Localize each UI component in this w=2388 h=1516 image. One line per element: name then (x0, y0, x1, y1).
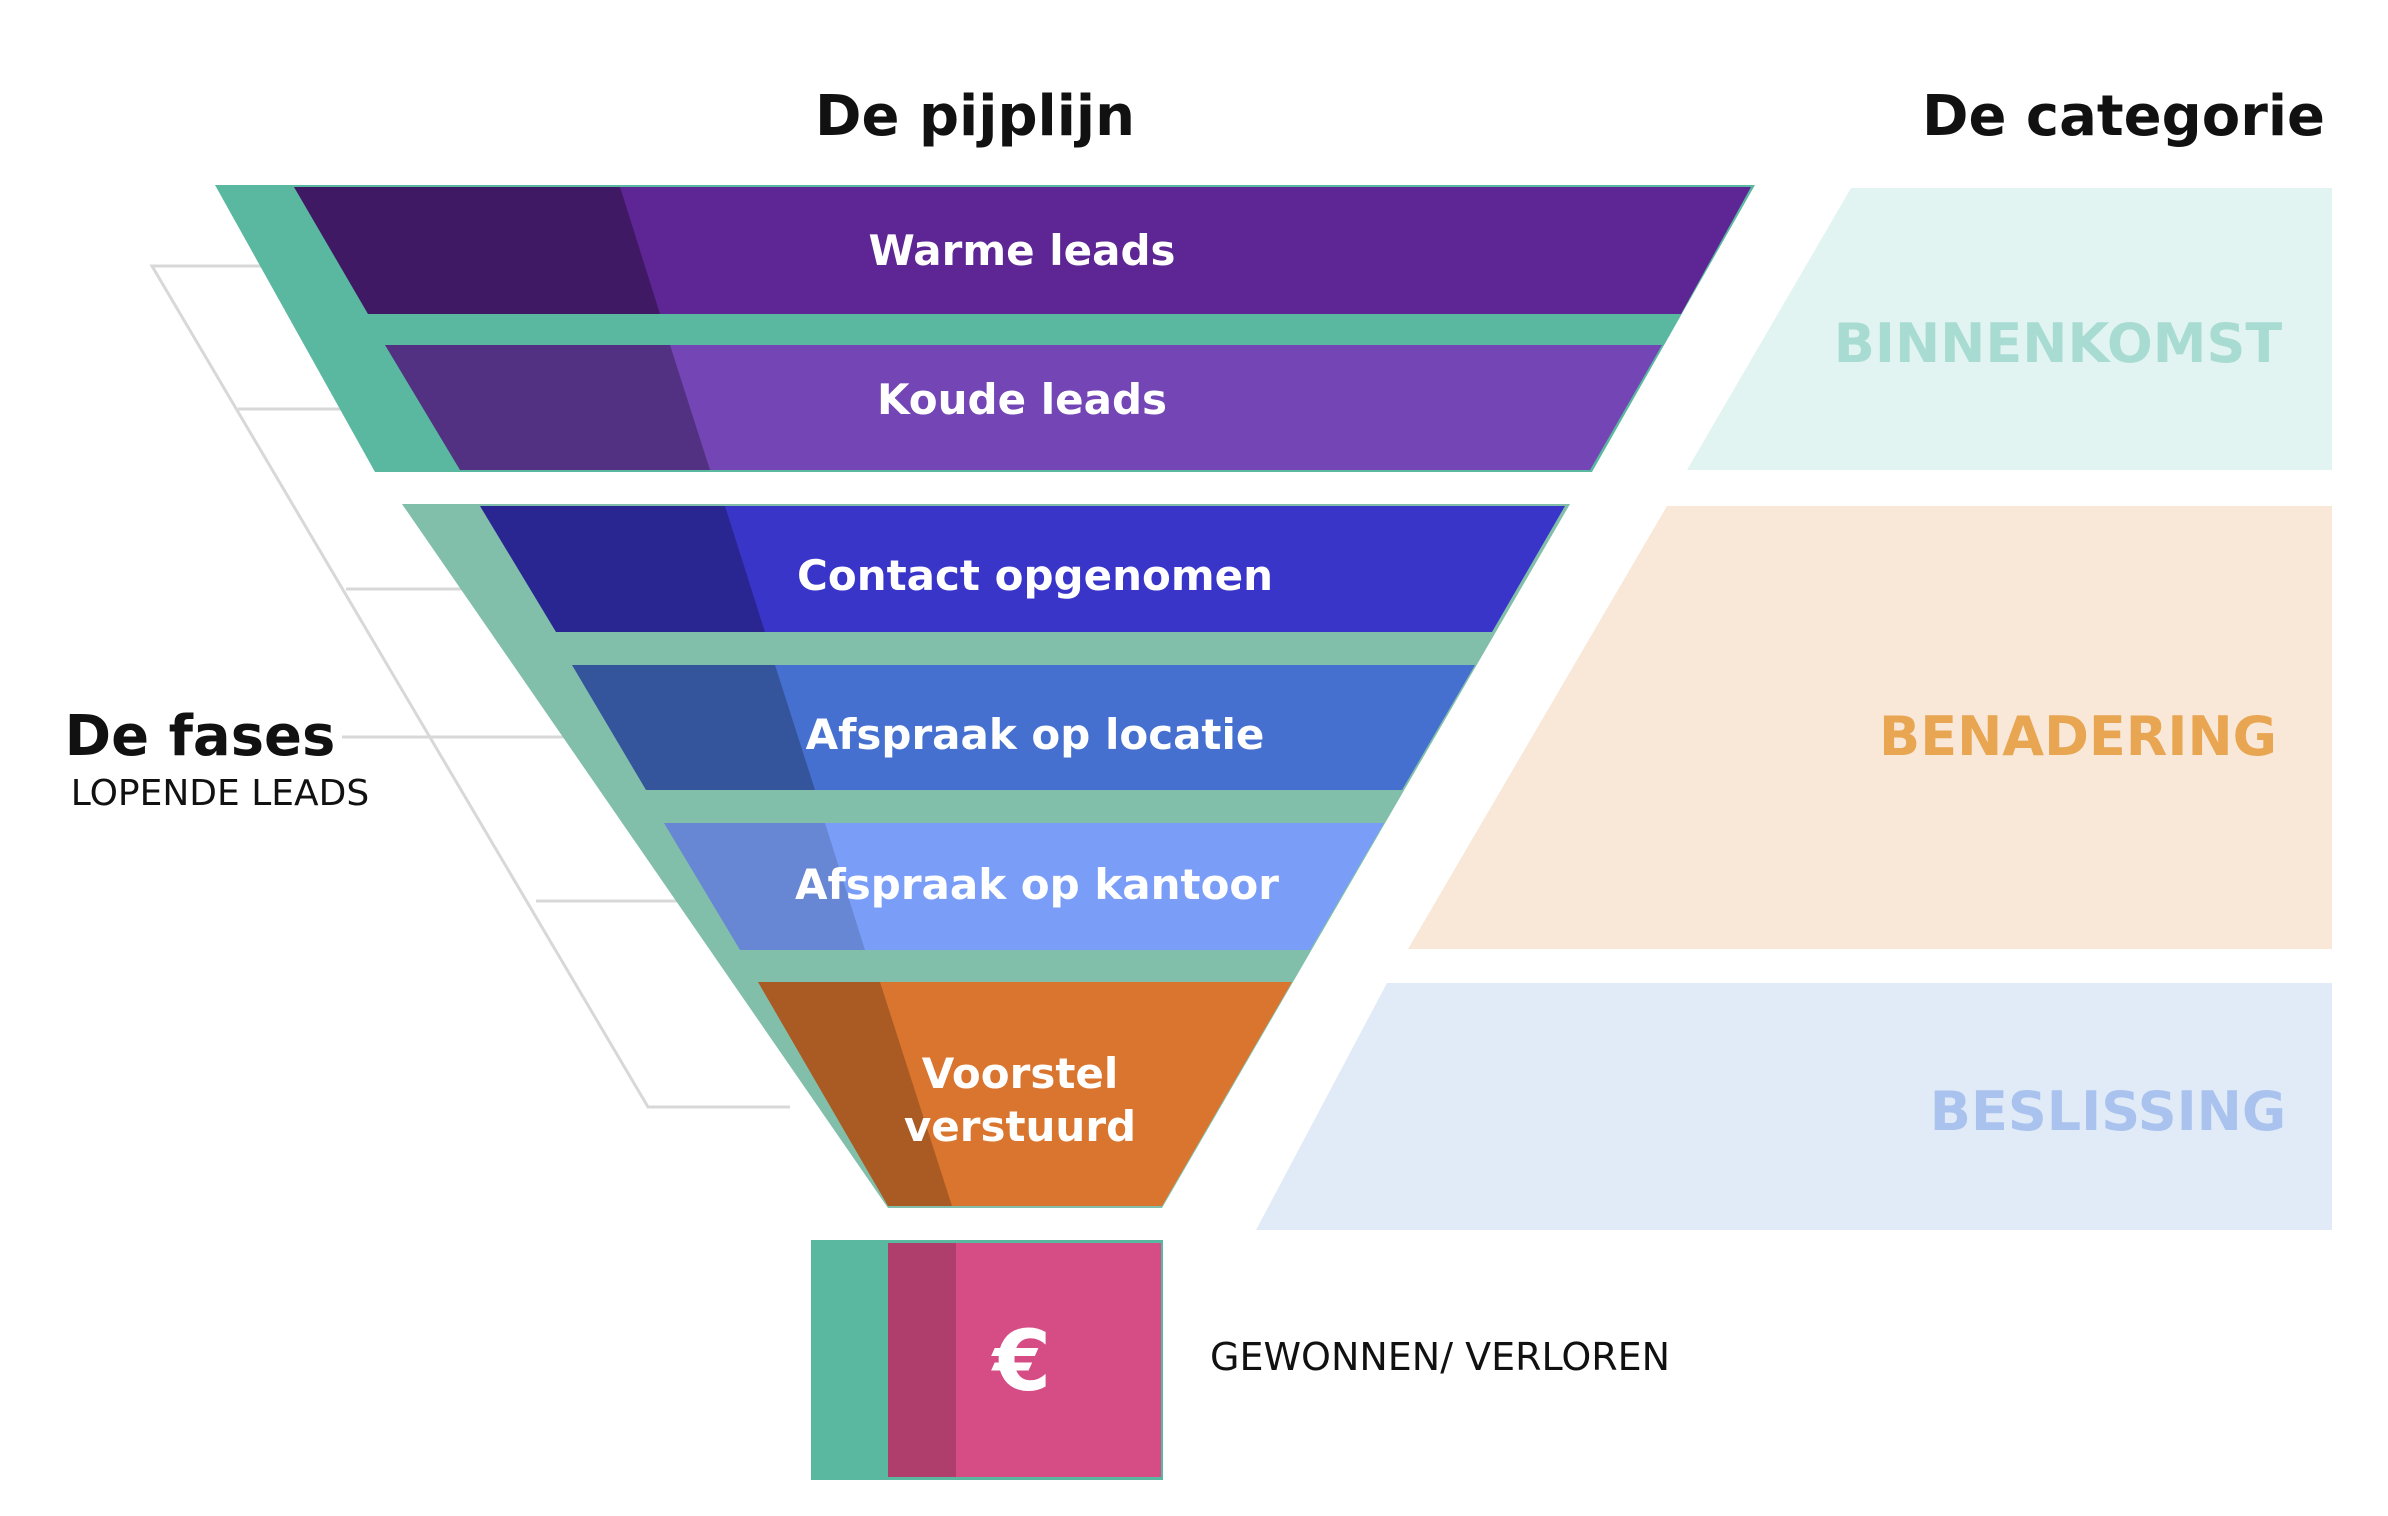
stage-koude-leads-shade (385, 345, 710, 470)
phases-subtitle: LOPENDE LEADS (71, 773, 369, 814)
stage-afspraak-kantoor-label: Afspraak op kantoor (795, 860, 1279, 909)
category-benadering: BENADERING (1408, 506, 2332, 949)
stage-afspraak-locatie-shade (572, 665, 815, 790)
stage-warme-leads-bar (294, 187, 1751, 314)
stage-afspraak-locatie-label: Afspraak op locatie (806, 710, 1265, 759)
pipeline-header: De pijplijn (815, 84, 1135, 149)
category-beslissing: BESLISSING (1256, 983, 2332, 1230)
bracket-outline (149, 264, 790, 1109)
phases-title: De fases (65, 704, 336, 769)
category-binnenkomst-band (1687, 188, 2332, 470)
category-beslissing-label: BESLISSING (1930, 1080, 2286, 1143)
stage-afspraak-locatie-bar (572, 665, 1475, 790)
stage-koude-leads-label: Koude leads (877, 375, 1167, 424)
stage-voorstel-verstuurd-label-line1: Voorstel (922, 1049, 1119, 1098)
funnel-top-group: Warme leads Koude leads (215, 185, 1755, 472)
outcome-box: € (811, 1240, 1163, 1480)
category-header: De categorie (1922, 84, 2325, 149)
outcome-box-pink (888, 1243, 1161, 1477)
category-benadering-label: BENADERING (1879, 705, 2277, 768)
stage-voorstel-verstuurd-label-line2: verstuurd (904, 1102, 1136, 1151)
category-benadering-band (1408, 506, 2332, 949)
stage-voorstel-verstuurd-bar (758, 982, 1292, 1206)
stage-voorstel-verstuurd-shade (758, 982, 952, 1206)
category-beslissing-band (1256, 983, 2332, 1230)
category-binnenkomst-label: BINNENKOMST (1834, 312, 2283, 375)
category-binnenkomst: BINNENKOMST (1687, 188, 2332, 470)
stage-contact-opgenomen-label: Contact opgenomen (797, 551, 1273, 600)
stage-koude-leads-bar (385, 345, 1662, 470)
stage-warme-leads-shade (294, 187, 660, 314)
stage-contact-opgenomen-shade (480, 506, 765, 632)
stage-afspraak-kantoor-shade (664, 823, 865, 950)
funnel-bottom-group: Contact opgenomen Afspraak op locatie Af… (402, 504, 1570, 1208)
stage-warme-leads-label: Warme leads (868, 226, 1175, 275)
outcome-box-pink-shade (888, 1243, 956, 1477)
outcome-label: GEWONNEN/ VERLOREN (1210, 1335, 1670, 1379)
euro-icon: € (991, 1312, 1051, 1410)
stage-contact-opgenomen-bar (480, 506, 1565, 632)
stage-afspraak-kantoor-bar (664, 823, 1384, 950)
